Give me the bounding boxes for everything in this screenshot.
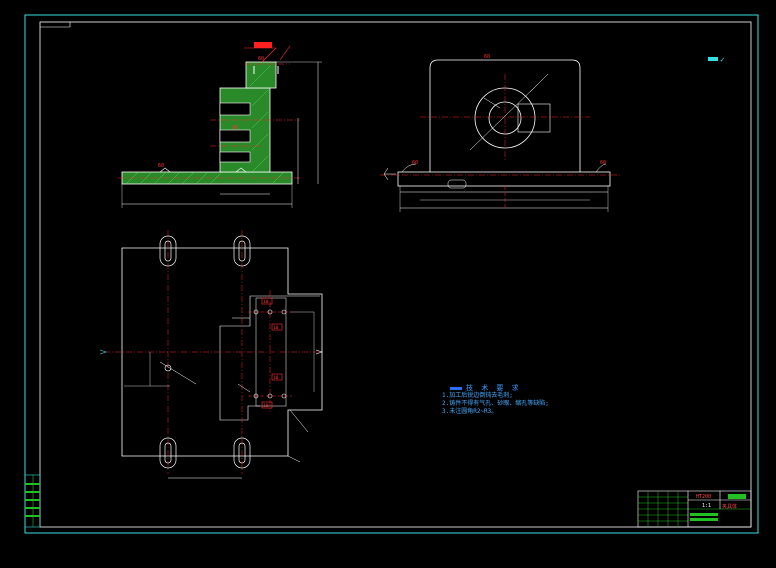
- front-view: 60 60 60: [118, 42, 322, 208]
- side-dim-left: 60: [412, 160, 418, 166]
- notes-title-bar: [450, 386, 462, 390]
- front-dim-base: 60: [158, 163, 164, 169]
- side-dim-right: 60: [600, 160, 606, 166]
- binding-strip: [24, 474, 41, 528]
- notes-title: 技 术 要 求: [466, 384, 521, 392]
- note-line-1: 1.加工后锐边倒钝去毛刺;: [442, 392, 513, 399]
- inner-border: [39, 21, 752, 528]
- roughness-symbol: ✓: [720, 55, 725, 64]
- front-dim-top: 60: [258, 56, 264, 62]
- plan-dim-3: 10: [273, 375, 279, 381]
- side-view: 60 60 60: [380, 54, 620, 212]
- front-label-tag: [254, 42, 272, 48]
- title-block-scale: 1:1: [702, 503, 712, 509]
- plan-dim-2: 10: [273, 325, 279, 331]
- side-dim-top: 60: [484, 54, 490, 60]
- note-line-2: 2.铸件不得有气孔、砂眼、缩孔等缺陷;: [442, 400, 549, 407]
- roughness-tag: [708, 57, 718, 61]
- title-block: [637, 490, 752, 528]
- plan-view: 10 10 10 10: [99, 230, 323, 479]
- front-dim-mid: 60: [232, 125, 238, 131]
- title-block-part-name: 夹具体: [722, 504, 738, 510]
- plan-dim-4: 10: [263, 403, 269, 409]
- plan-dim-1: 10: [263, 299, 269, 305]
- technical-requirements: 技 术 要 求 1.加工后锐边倒钝去毛刺; 2.铸件不得有气孔、砂眼、缩孔等缺陷…: [442, 384, 549, 416]
- note-line-3: 3.未注圆角R2~R3。: [442, 408, 498, 415]
- outer-border: [24, 14, 759, 534]
- title-block-material: HT200: [696, 494, 712, 500]
